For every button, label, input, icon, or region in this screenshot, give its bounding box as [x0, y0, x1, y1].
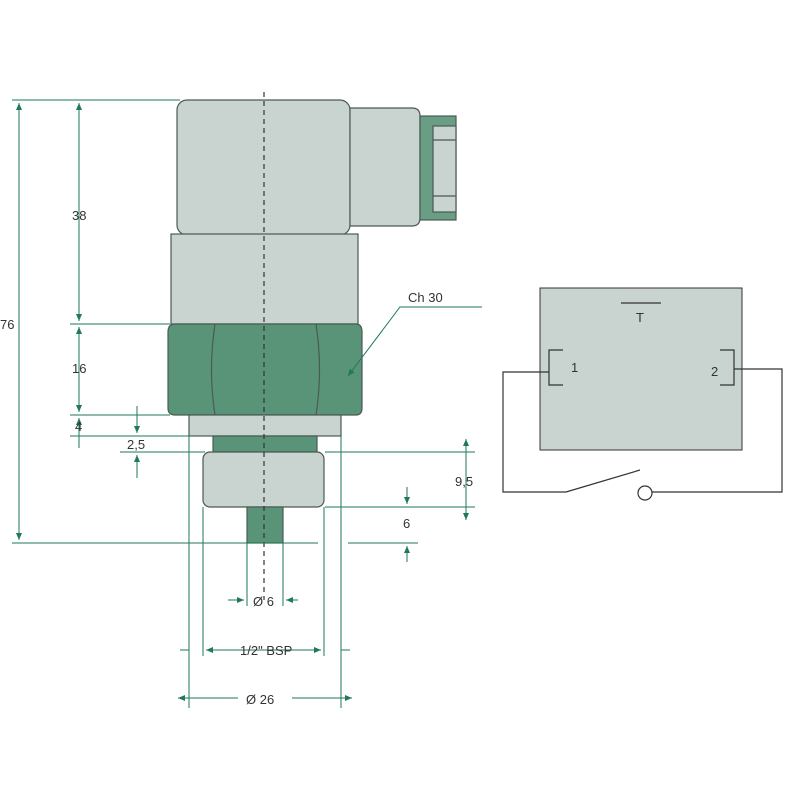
ch30-leader: [347, 306, 482, 377]
dim-16-label: 16: [72, 361, 86, 376]
dim-2-5-label: 2,5: [127, 437, 145, 452]
dim-bsp-label: 1/2" BSP: [240, 643, 292, 658]
dimension-labels: 76 38 16 4 2,5 9,5 6 Ø 6 1/2" BSP Ø 26 C…: [0, 208, 473, 707]
schematic-box: [539, 287, 743, 451]
schematic-title: T: [636, 310, 644, 325]
terminal-2-bracket: [720, 349, 735, 386]
dim-38-label: 38: [72, 208, 86, 223]
terminal-2-label: 2: [711, 364, 718, 379]
seal: [212, 435, 318, 453]
dim-4-label: 4: [75, 419, 82, 434]
dim-9-5-label: 9,5: [455, 474, 473, 489]
hex-face-right: [315, 323, 321, 416]
dim-dia26-label: Ø 26: [246, 692, 274, 707]
switch-terminal: [637, 485, 653, 501]
switch-body: [167, 99, 457, 544]
dimensions: [12, 99, 482, 708]
stem: [246, 506, 284, 544]
collar: [188, 414, 342, 437]
dim-6-label: 6: [403, 516, 410, 531]
connector-box: [349, 107, 421, 227]
schematic-wiring: [502, 368, 783, 493]
terminal-1-bracket: [548, 349, 563, 386]
terminal-1-label: 1: [571, 360, 578, 375]
dim-76-label: 76: [0, 317, 14, 332]
switch-contact: [565, 469, 641, 493]
dim-dia6-label: Ø 6: [253, 594, 274, 609]
electrical-schematic: T 1 2: [502, 287, 783, 501]
hex-face-left: [210, 323, 216, 416]
hex-nut: [167, 323, 363, 416]
ch30-label: Ch 30: [408, 290, 443, 305]
connector-plug-ring: [432, 125, 457, 213]
